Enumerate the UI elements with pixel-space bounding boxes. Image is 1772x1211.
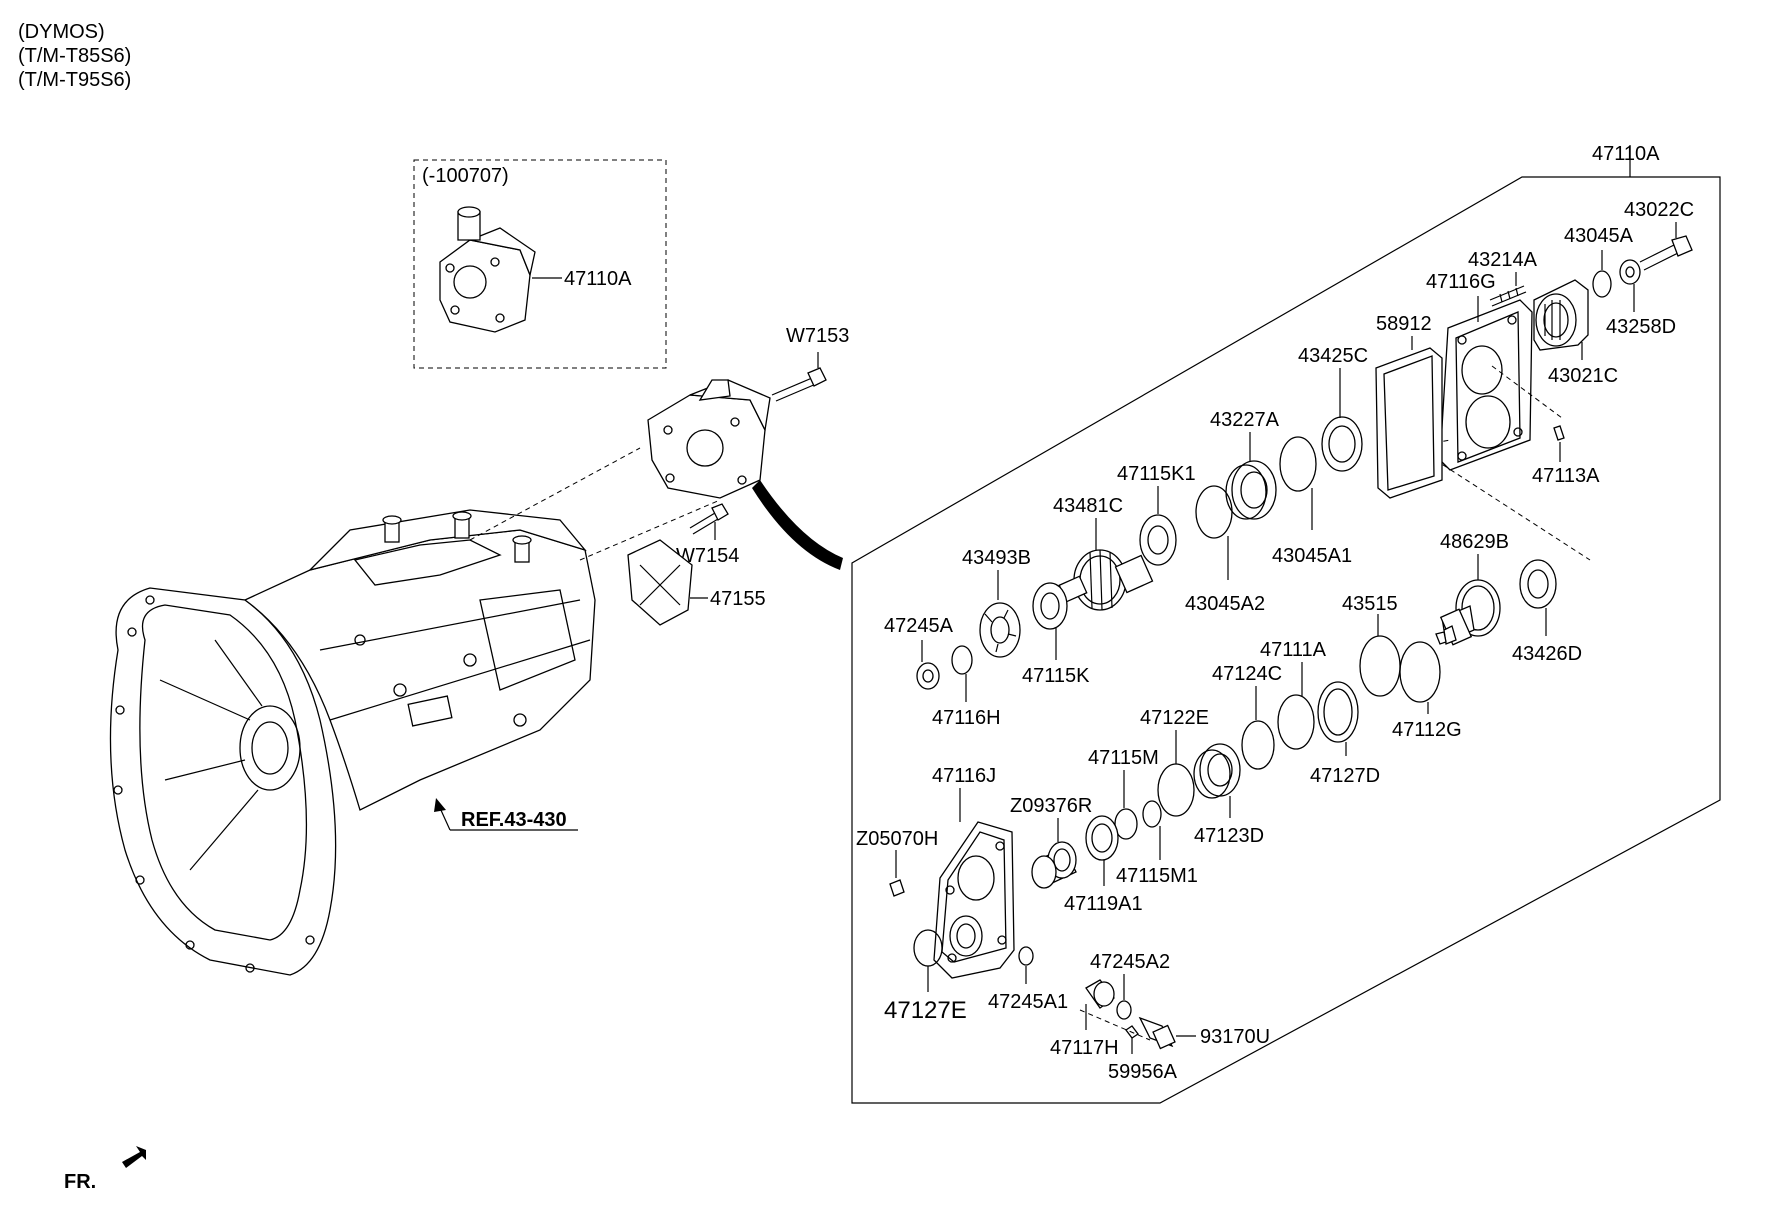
bearing-47119a1[interactable] bbox=[1085, 815, 1119, 861]
housing-47117h[interactable] bbox=[1085, 979, 1115, 1009]
part-label-z09376r: Z09376R bbox=[1010, 795, 1092, 817]
part-label-43493b: 43493B bbox=[962, 547, 1031, 569]
seal-47245a[interactable] bbox=[916, 662, 940, 690]
part-label-43045a1: 43045A1 bbox=[1272, 545, 1352, 567]
part-label-43426d: 43426D bbox=[1512, 643, 1582, 665]
part-label-58912: 58912 bbox=[1376, 313, 1432, 335]
reference-label: REF.43-430 bbox=[461, 809, 567, 831]
cover-plate-47155[interactable] bbox=[627, 539, 693, 626]
ring-47115m1[interactable] bbox=[1142, 800, 1162, 828]
inset-part-label: 47110A bbox=[564, 268, 632, 290]
front-marker-label: FR. bbox=[64, 1171, 96, 1193]
gasket-58912[interactable] bbox=[1375, 347, 1443, 499]
ring-47111a[interactable] bbox=[1277, 694, 1315, 750]
bearing-47115k[interactable] bbox=[1032, 582, 1068, 630]
part-label-47116j: 47116J bbox=[932, 765, 996, 787]
o-ring-43045a[interactable] bbox=[1592, 270, 1612, 298]
ring-47124c[interactable] bbox=[1241, 720, 1275, 770]
part-label-48629b: 48629B bbox=[1440, 531, 1509, 553]
bearing-43425c[interactable] bbox=[1321, 416, 1363, 472]
group-label-47110a: 47110A bbox=[1592, 143, 1660, 165]
bolt-43022c[interactable] bbox=[1639, 235, 1693, 271]
transmission-assembly[interactable] bbox=[109, 509, 596, 976]
part-label-47245a1: 47245A1 bbox=[988, 991, 1068, 1013]
bearing-43426d[interactable] bbox=[1519, 559, 1557, 609]
header-line-1: (DYMOS) bbox=[18, 21, 105, 43]
inset-box bbox=[413, 159, 667, 369]
ring-47112g[interactable] bbox=[1399, 641, 1441, 703]
tone-wheel-43493b[interactable] bbox=[979, 602, 1021, 658]
dowel-pin-47113a[interactable] bbox=[1553, 425, 1565, 441]
part-label-47127d: 47127D bbox=[1310, 765, 1380, 787]
part-label-47124c: 47124C bbox=[1212, 663, 1282, 685]
part-label-47111a: 47111A bbox=[1260, 639, 1327, 661]
exploded-group-frame bbox=[851, 176, 1721, 1104]
part-label-47245a2: 47245A2 bbox=[1090, 951, 1170, 973]
flange-43021c[interactable] bbox=[1533, 279, 1589, 351]
part-label-43021c: 43021C bbox=[1548, 365, 1618, 387]
part-label-z05070h: Z05070H bbox=[856, 828, 938, 850]
inset-range-label: (-100707) bbox=[422, 165, 509, 187]
bolt-w7154[interactable] bbox=[689, 503, 729, 535]
ring-47122e[interactable] bbox=[1157, 763, 1195, 817]
header-line-2: (T/M-T85S6) bbox=[18, 45, 131, 67]
header-line-3: (T/M-T95S6) bbox=[18, 69, 131, 91]
stud-43214a[interactable] bbox=[1489, 285, 1527, 307]
bearing-47115k1[interactable] bbox=[1139, 514, 1177, 566]
gear-43481c[interactable] bbox=[1058, 549, 1154, 611]
case-cover-47116j[interactable] bbox=[933, 821, 1015, 979]
part-label-47116h: 47116H bbox=[932, 707, 1001, 729]
sleeve-47123d[interactable] bbox=[1193, 743, 1241, 799]
part-label-47245a: 47245A bbox=[884, 615, 954, 637]
part-label-47115k: 47115K bbox=[1022, 665, 1090, 687]
part-label-47113a: 47113A bbox=[1532, 465, 1600, 487]
part-label-47115m1: 47115M1 bbox=[1116, 865, 1198, 887]
part-label-93170u: 93170U bbox=[1200, 1026, 1270, 1048]
part-label-43227a: 43227A bbox=[1210, 409, 1280, 431]
part-label-47127e: 47127E bbox=[884, 997, 967, 1024]
ring-43045a1[interactable] bbox=[1279, 436, 1317, 492]
part-label-47122e: 47122E bbox=[1140, 707, 1209, 729]
ring-43515[interactable] bbox=[1359, 635, 1401, 697]
part-label-47115m: 47115M bbox=[1088, 747, 1159, 769]
part-label-43258d: 43258D bbox=[1606, 316, 1676, 338]
part-label-47117h: 47117H bbox=[1050, 1037, 1119, 1059]
part-label-47155: 47155 bbox=[710, 588, 766, 610]
part-label-43515: 43515 bbox=[1342, 593, 1398, 615]
ring-43045a2[interactable] bbox=[1195, 485, 1233, 539]
o-ring-47245a2[interactable] bbox=[1116, 1000, 1132, 1020]
bearing-43227a[interactable] bbox=[1225, 460, 1277, 520]
transfer-case-housing[interactable] bbox=[647, 379, 771, 499]
part-label-47115k1: 47115K1 bbox=[1117, 463, 1196, 485]
part-label-w7153: W7153 bbox=[786, 325, 849, 347]
part-label-59956a: 59956A bbox=[1108, 1061, 1178, 1083]
part-label-47123d: 47123D bbox=[1194, 825, 1264, 847]
rear-case-47116g[interactable] bbox=[1439, 299, 1533, 471]
part-label-43481c: 43481C bbox=[1053, 495, 1123, 517]
o-ring-47245a1[interactable] bbox=[1018, 946, 1034, 966]
o-ring-47116h[interactable] bbox=[951, 645, 973, 675]
part-label-43214a: 43214A bbox=[1468, 249, 1538, 271]
part-label-47116g: 47116G bbox=[1426, 271, 1496, 293]
bolt-w7153[interactable] bbox=[771, 367, 827, 402]
part-label-47119a1: 47119A1 bbox=[1064, 893, 1143, 915]
part-label-47112g: 47112G bbox=[1392, 719, 1462, 741]
plug-z05070h[interactable] bbox=[889, 879, 905, 897]
part-label-43045a: 43045A bbox=[1564, 225, 1634, 247]
gear-shaft-48629b[interactable] bbox=[1435, 579, 1501, 646]
part-label-43045a2: 43045A2 bbox=[1185, 593, 1265, 615]
detail-pointer-arrow bbox=[752, 480, 843, 570]
bushing-z09376r[interactable] bbox=[1031, 841, 1077, 889]
part-label-w7154: W7154 bbox=[676, 545, 739, 567]
part-label-43425c: 43425C bbox=[1298, 345, 1368, 367]
synchro-ring-47127d[interactable] bbox=[1317, 681, 1359, 743]
washer-43258d[interactable] bbox=[1619, 259, 1641, 285]
part-label-43022c: 43022C bbox=[1624, 199, 1694, 221]
sensor-93170u[interactable] bbox=[1138, 1016, 1176, 1050]
front-arrow-icon bbox=[122, 1146, 146, 1168]
inset-transfer-case-housing[interactable] bbox=[439, 206, 536, 333]
